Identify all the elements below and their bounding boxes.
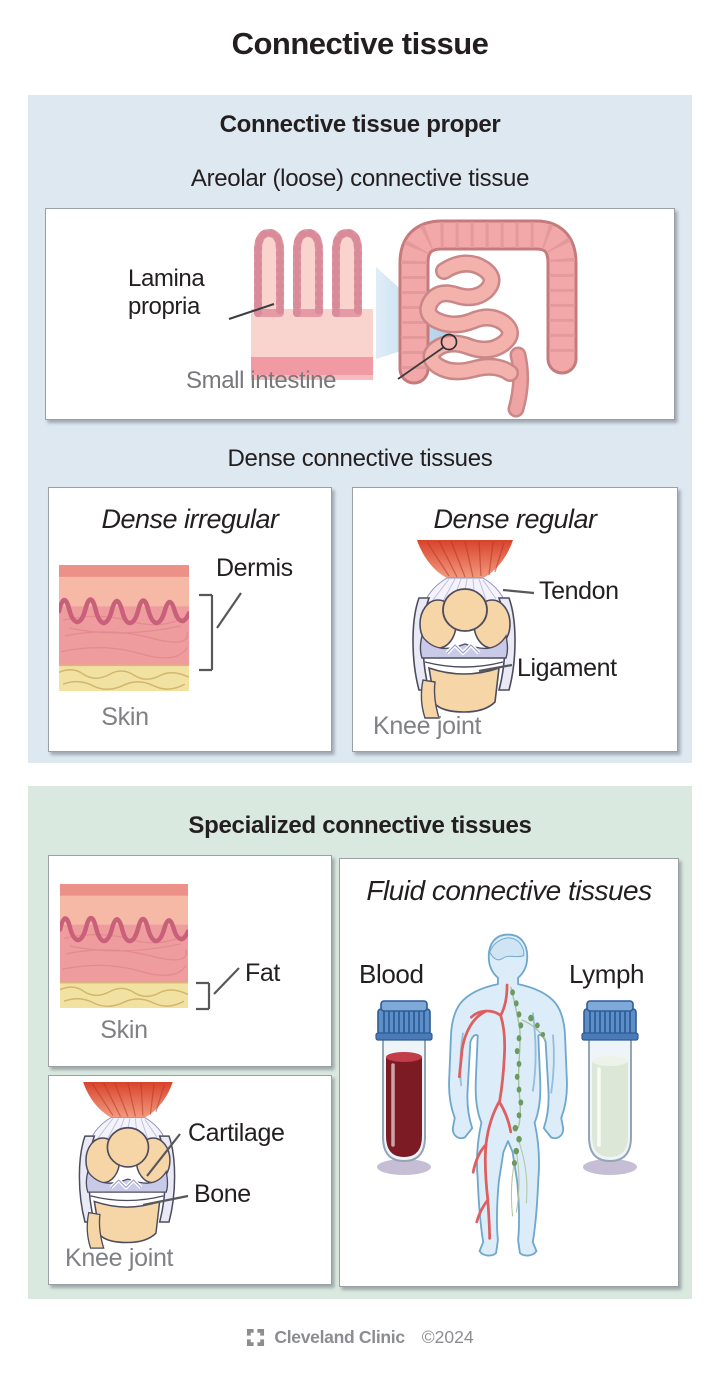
label-bone: Bone [194, 1180, 251, 1208]
cleveland-clinic-logo-icon [247, 1328, 265, 1346]
card-areolar-tissue: Lamina propria Small intestine [45, 208, 675, 420]
dense-regular-pointers [478, 588, 535, 673]
caption-skin: Skin [100, 1016, 148, 1044]
blood-test-tube [375, 1000, 433, 1175]
dermis-bracket [199, 592, 242, 672]
section-heading-specialized: Specialized connective tissues [188, 812, 532, 839]
card-fat: Fat Skin [48, 855, 332, 1067]
skin-illustration [59, 565, 189, 691]
intestine-drawing [398, 219, 578, 418]
label-cartilage: Cartilage [188, 1119, 285, 1147]
hair-detail [489, 937, 525, 961]
page-title: Connective tissue [231, 26, 489, 61]
section-connective-tissue-proper: Connective tissue proper Areolar (loose)… [28, 95, 692, 763]
human-body-illustration [448, 933, 568, 1257]
label-small-intestine: Small intestine [186, 367, 337, 394]
arteries [457, 983, 513, 1240]
skin-illustration [60, 884, 188, 1008]
section-heading-proper: Connective tissue proper [219, 111, 501, 138]
label-blood: Blood [359, 959, 424, 989]
label-fat: Fat [245, 959, 280, 987]
footer: Cleveland Clinic ©2024 [0, 1322, 720, 1352]
knee-joint-illustration [412, 540, 516, 719]
label-lymph: Lymph [569, 959, 645, 989]
caption-knee-joint: Knee joint [65, 1244, 174, 1272]
caption-knee-joint: Knee joint [373, 712, 482, 740]
fat-bracket [196, 967, 240, 1011]
areolar-illustration [228, 219, 578, 418]
card-fluid-tissues: Fluid connective tissues [339, 858, 679, 1287]
card-cartilage-bone: Cartilage Bone Knee joint [48, 1075, 332, 1285]
intestine-pointer-line [397, 346, 445, 380]
cartilage-bone-pointers [142, 1133, 189, 1207]
lymph-nodes [510, 986, 547, 1217]
label-ligament: Ligament [517, 654, 617, 682]
knee-joint-illustration [78, 1082, 176, 1249]
label-lamina-propria: Lamina propria [128, 265, 205, 321]
card-title-fluid: Fluid connective tissues [366, 875, 652, 906]
heading-areolar: Areolar (loose) connective tissue [190, 165, 530, 192]
heading-dense: Dense connective tissues [227, 445, 493, 472]
card-dense-irregular: Dense irregular Dermis Skin [48, 487, 332, 752]
lymph-test-tube [581, 1000, 639, 1175]
label-tendon: Tendon [539, 577, 619, 605]
section-specialized: Specialized connective tissues Fat Skin [28, 786, 692, 1299]
footer-copyright: ©2024 [421, 1326, 474, 1347]
lamina-pointer-line [228, 303, 275, 320]
card-title-dense-regular: Dense regular [433, 504, 597, 534]
intestine-marker-circle [440, 333, 458, 351]
villi-drawing [251, 228, 373, 380]
card-title-dense-irregular: Dense irregular [101, 504, 279, 534]
caption-skin: Skin [101, 703, 149, 731]
footer-brand: Cleveland Clinic [274, 1326, 405, 1347]
label-dermis: Dermis [216, 554, 293, 582]
card-dense-regular: Dense regular [352, 487, 678, 752]
